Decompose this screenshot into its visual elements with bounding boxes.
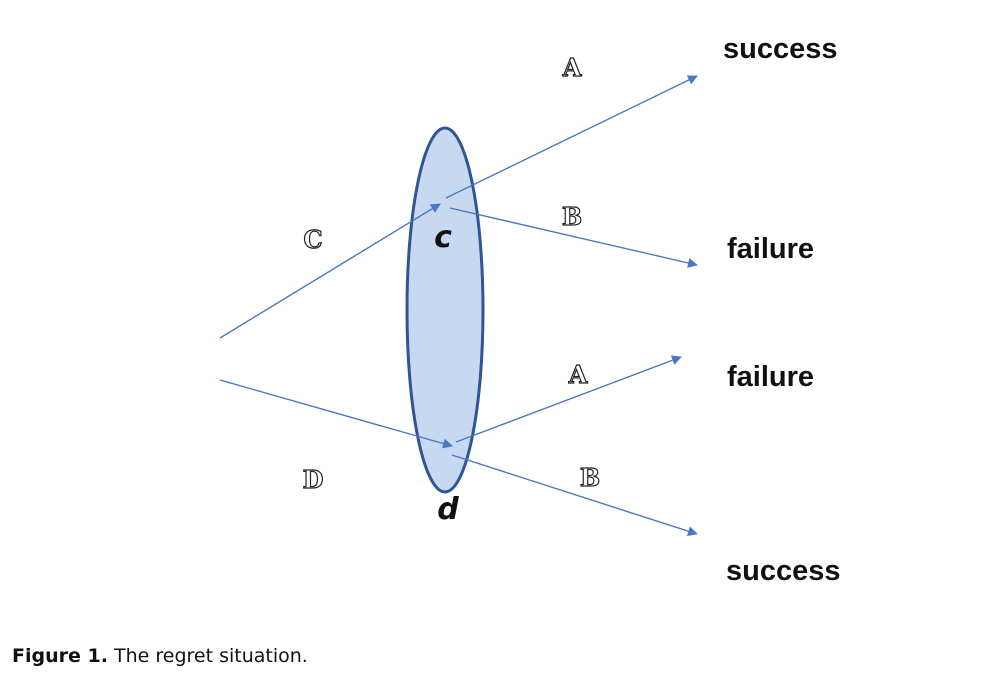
choice-label-c: C	[303, 225, 322, 254]
choice-arrow-c	[219, 203, 441, 339]
outcome-c-b: failure	[727, 233, 814, 265]
branch-arrow-c-b	[449, 207, 698, 268]
branch-label-d-b: B	[580, 463, 600, 492]
branch-label-c-b: B	[562, 202, 582, 231]
information-set-ellipse	[405, 126, 485, 494]
branch-label-c-a: A	[562, 53, 582, 82]
node-label-c: c	[434, 220, 452, 255]
figure-caption-label: Figure 1.	[12, 645, 108, 667]
branch-arrow-d-b	[451, 454, 698, 536]
figure-caption-text: The regret situation.	[107, 645, 308, 667]
branch-arrow-c-a	[445, 75, 698, 199]
outcome-d-a: failure	[727, 361, 814, 393]
branch-arrow-d-a	[455, 355, 682, 443]
choice-arrow-d	[219, 379, 453, 449]
node-label-d: d	[437, 492, 459, 527]
outcome-d-b: success	[726, 555, 841, 587]
figure-caption: Figure 1. The regret situation.	[12, 645, 308, 667]
outcome-c-a: success	[723, 33, 838, 65]
choice-label-d: D	[303, 465, 324, 494]
branch-label-d-a: A	[568, 360, 588, 389]
